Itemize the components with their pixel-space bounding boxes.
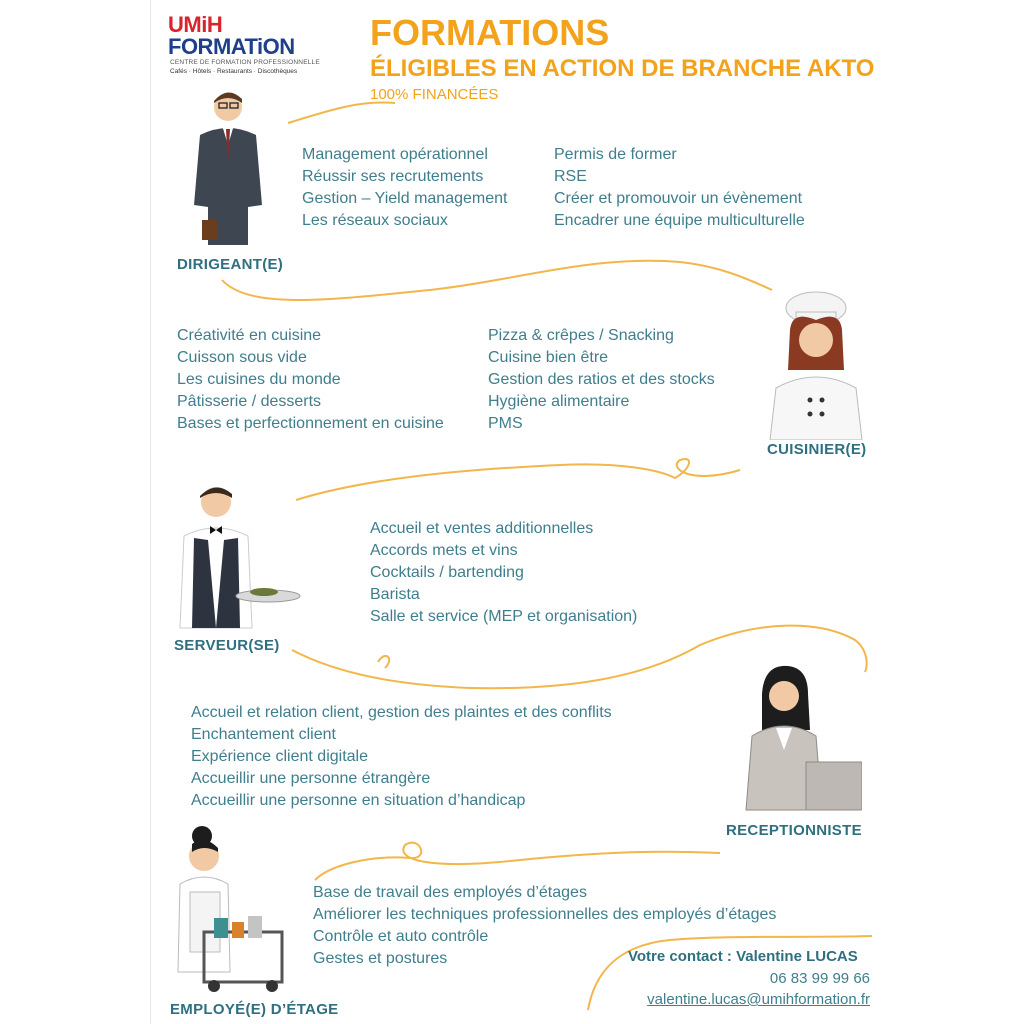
receptionist-illustration xyxy=(745,665,862,811)
receptionniste-list: Accueil et relation client, gestion des … xyxy=(191,702,612,812)
list-item: Hygiène alimentaire xyxy=(488,393,630,410)
role-cuisinier: CUISINIER(E) xyxy=(767,441,867,458)
contact-label: Votre contact : Valentine LUCAS xyxy=(628,948,858,965)
list-item: Améliorer les techniques professionnelle… xyxy=(313,906,777,923)
list-item: RSE xyxy=(554,168,587,185)
list-item: Pâtisserie / desserts xyxy=(177,393,322,410)
list-item: Barista xyxy=(370,586,420,603)
list-item: Gestes et postures xyxy=(313,950,448,967)
housekeeper-illustration xyxy=(177,826,284,992)
list-item: Cocktails / bartending xyxy=(370,564,524,581)
list-item: Management opérationnel xyxy=(302,146,488,163)
list-item: Créativité en cuisine xyxy=(177,327,322,344)
list-item: Gestion des ratios et des stocks xyxy=(488,371,715,388)
logo-tagline: CENTRE DE FORMATION PROFESSIONNELLE xyxy=(170,59,320,66)
list-item: Les cuisines du monde xyxy=(177,371,341,388)
serveur-list: Accueil et ventes additionnelles Accords… xyxy=(370,518,637,628)
contact-email-wrap: valentine.lucas@umihformation.fr xyxy=(610,991,870,1008)
list-item: Créer et promouvoir un évènement xyxy=(554,190,803,207)
list-item: Pizza & crêpes / Snacking xyxy=(488,327,674,344)
flyer-page xyxy=(150,0,1024,1024)
logo-brand-top: UMiH xyxy=(168,12,223,37)
list-item: Accueil et ventes additionnelles xyxy=(370,520,594,537)
list-item: Bases et perfectionnement en cuisine xyxy=(177,415,444,432)
dirigeant-list-col2: Permis de former RSE Créer et promouvoir… xyxy=(554,144,805,232)
list-item: Expérience client digitale xyxy=(191,748,368,765)
page-title: FORMATIONS xyxy=(370,12,610,53)
list-item: Permis de former xyxy=(554,146,677,163)
list-item: Base de travail des employés d’étages xyxy=(313,884,587,901)
logo-brand-bottom: FORMATiON xyxy=(168,34,295,59)
contact-email-link[interactable]: valentine.lucas@umihformation.fr xyxy=(647,991,870,1008)
role-serveur: SERVEUR(SE) xyxy=(174,637,280,654)
list-item: Les réseaux sociaux xyxy=(302,212,448,229)
list-item: Accueillir une personne en situation d’h… xyxy=(191,792,526,809)
list-item: Réussir ses recrutements xyxy=(302,168,484,185)
list-item: Enchantement client xyxy=(191,726,336,743)
list-item: Cuisine bien être xyxy=(488,349,609,366)
list-item: Accords mets et vins xyxy=(370,542,518,559)
chef-illustration xyxy=(769,291,863,440)
list-item: Accueillir une personne étrangère xyxy=(191,770,431,787)
contact-phone[interactable]: 06 83 99 99 66 xyxy=(769,970,870,987)
role-dirigeant: DIRIGEANT(E) xyxy=(177,256,284,273)
role-receptionniste: RECEPTIONNISTE xyxy=(726,822,862,839)
cuisinier-list-col2: Pizza & crêpes / Snacking Cuisine bien ê… xyxy=(488,325,715,435)
list-item: Encadrer une équipe multiculturelle xyxy=(554,212,805,229)
role-etage: EMPLOYÉ(E) D’ÉTAGE xyxy=(170,1001,339,1018)
page-subtitle: ÉLIGIBLES EN ACTION DE BRANCHE AKTO xyxy=(370,55,875,82)
list-item: Salle et service (MEP et organisation) xyxy=(370,608,638,625)
list-item: PMS xyxy=(488,415,523,432)
list-item: Contrôle et auto contrôle xyxy=(313,928,489,945)
list-item: Cuisson sous vide xyxy=(177,349,307,366)
list-item: Gestion – Yield management xyxy=(302,190,508,207)
etage-list: Base de travail des employés d’étages Am… xyxy=(313,882,776,970)
waiter-illustration xyxy=(179,487,301,629)
funding-note: 100% FINANCÉES xyxy=(370,86,499,103)
dirigeant-list-col1: Management opérationnel Réussir ses recr… xyxy=(302,144,507,232)
list-item: Accueil et relation client, gestion des … xyxy=(191,704,612,721)
cuisinier-list-col1: Créativité en cuisine Cuisson sous vide … xyxy=(177,325,444,435)
logo-sectors: Cafés · Hôtels · Restaurants · Discothèq… xyxy=(170,68,298,75)
manager-illustration xyxy=(194,92,262,245)
